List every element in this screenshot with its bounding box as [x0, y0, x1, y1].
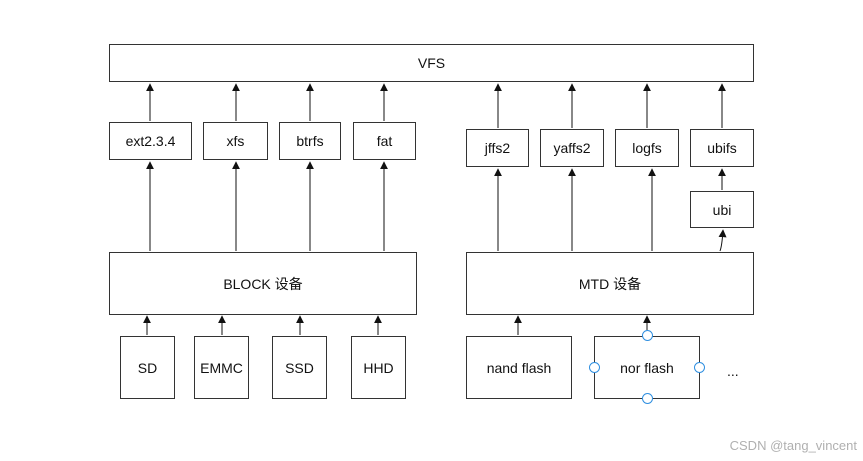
device-box-sd: SD	[120, 336, 175, 399]
more-devices-ellipsis: ...	[727, 363, 739, 379]
arrow-mtd-to-ubi	[718, 229, 727, 252]
fs-box-jffs2: jffs2	[466, 129, 529, 167]
device-box-ssd: SSD	[272, 336, 327, 399]
block-device-layer: BLOCK 设备	[109, 252, 417, 315]
fs-box-ubifs: ubifs	[690, 129, 754, 167]
watermark: CSDN @tang_vincent	[729, 438, 857, 453]
selection-handle-bottom[interactable]	[642, 393, 653, 404]
fs-box-ext: ext2.3.4	[109, 122, 192, 160]
block-layer-to-fs-arrows	[146, 161, 388, 251]
device-box-emmc: EMMC	[194, 336, 249, 399]
fs-box-btrfs: btrfs	[279, 122, 341, 160]
fs-box-xfs: xfs	[203, 122, 268, 160]
fs-box-logfs: logfs	[615, 129, 679, 167]
selection-handle-right[interactable]	[694, 362, 705, 373]
mtd-device-layer: MTD 设备	[466, 252, 754, 315]
selection-handle-left[interactable]	[589, 362, 600, 373]
device-box-nand-flash: nand flash	[466, 336, 572, 399]
device-box-nor-flash[interactable]: nor flash	[594, 336, 700, 399]
mtd-layer-to-fs-arrows	[494, 168, 727, 252]
fs-box-fat: fat	[353, 122, 416, 160]
ubi-box: ubi	[690, 191, 754, 228]
mtd-fs-to-vfs-arrows	[494, 83, 726, 128]
block-fs-to-vfs-arrows	[146, 83, 388, 121]
selection-handle-top[interactable]	[642, 330, 653, 341]
fs-box-yaffs2: yaffs2	[540, 129, 604, 167]
device-box-hhd: HHD	[351, 336, 406, 399]
vfs-box: VFS	[109, 44, 754, 82]
device-to-layer-arrows	[143, 315, 651, 335]
